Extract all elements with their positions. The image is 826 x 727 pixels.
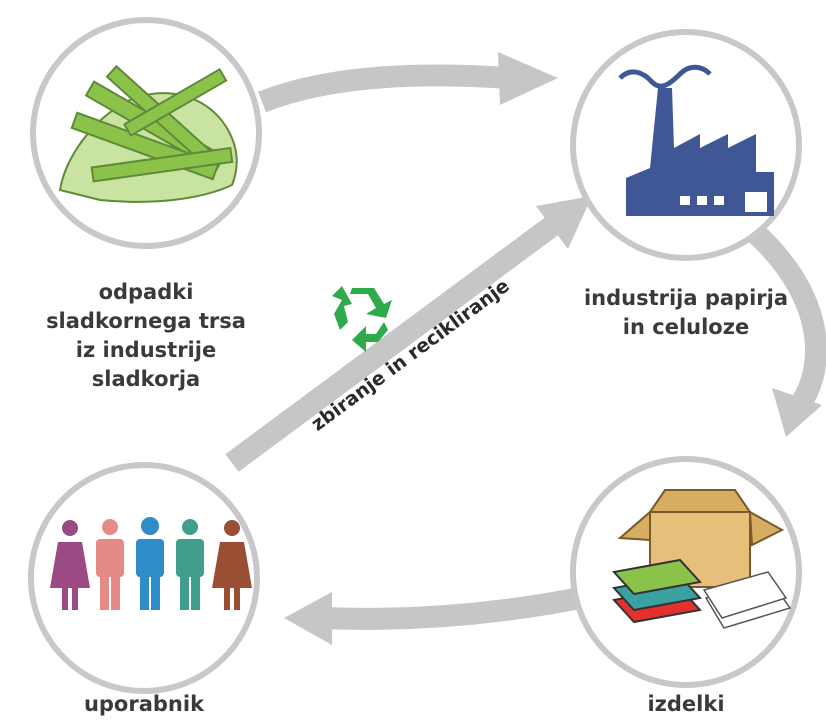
- arrow-industry-to-products: [744, 221, 826, 412]
- label-users: uporabnik: [83, 692, 205, 716]
- person-2: [96, 519, 124, 610]
- sugarcane-bagasse-icon: [58, 64, 238, 203]
- factory-icon: [618, 64, 774, 216]
- arrow-users-to-industry: [225, 211, 567, 472]
- person-4: [176, 519, 204, 610]
- arrowhead-2: [772, 388, 822, 437]
- arrow-bagasse-to-industry: [257, 64, 509, 113]
- arrowhead-3: [284, 592, 332, 645]
- recycle-icon: [332, 286, 392, 352]
- people-icon: [50, 517, 252, 610]
- arrowhead-1: [498, 52, 558, 105]
- arrow-products-to-users: [321, 586, 588, 630]
- arrowhead-4: [536, 196, 592, 249]
- arrow-label: zbiranje in recikliranje: [307, 275, 513, 436]
- person-3: [136, 517, 164, 610]
- person-1: [50, 520, 90, 610]
- label-products: izdelki: [647, 692, 725, 716]
- label-bagasse: odpadki sladkornega trsa iz industrije s…: [46, 280, 246, 391]
- cycle-arrows: [225, 64, 826, 630]
- label-industry: industrija papirja in celuloze: [583, 286, 789, 339]
- person-5: [212, 520, 252, 610]
- box-books-paper-icon: [612, 489, 792, 629]
